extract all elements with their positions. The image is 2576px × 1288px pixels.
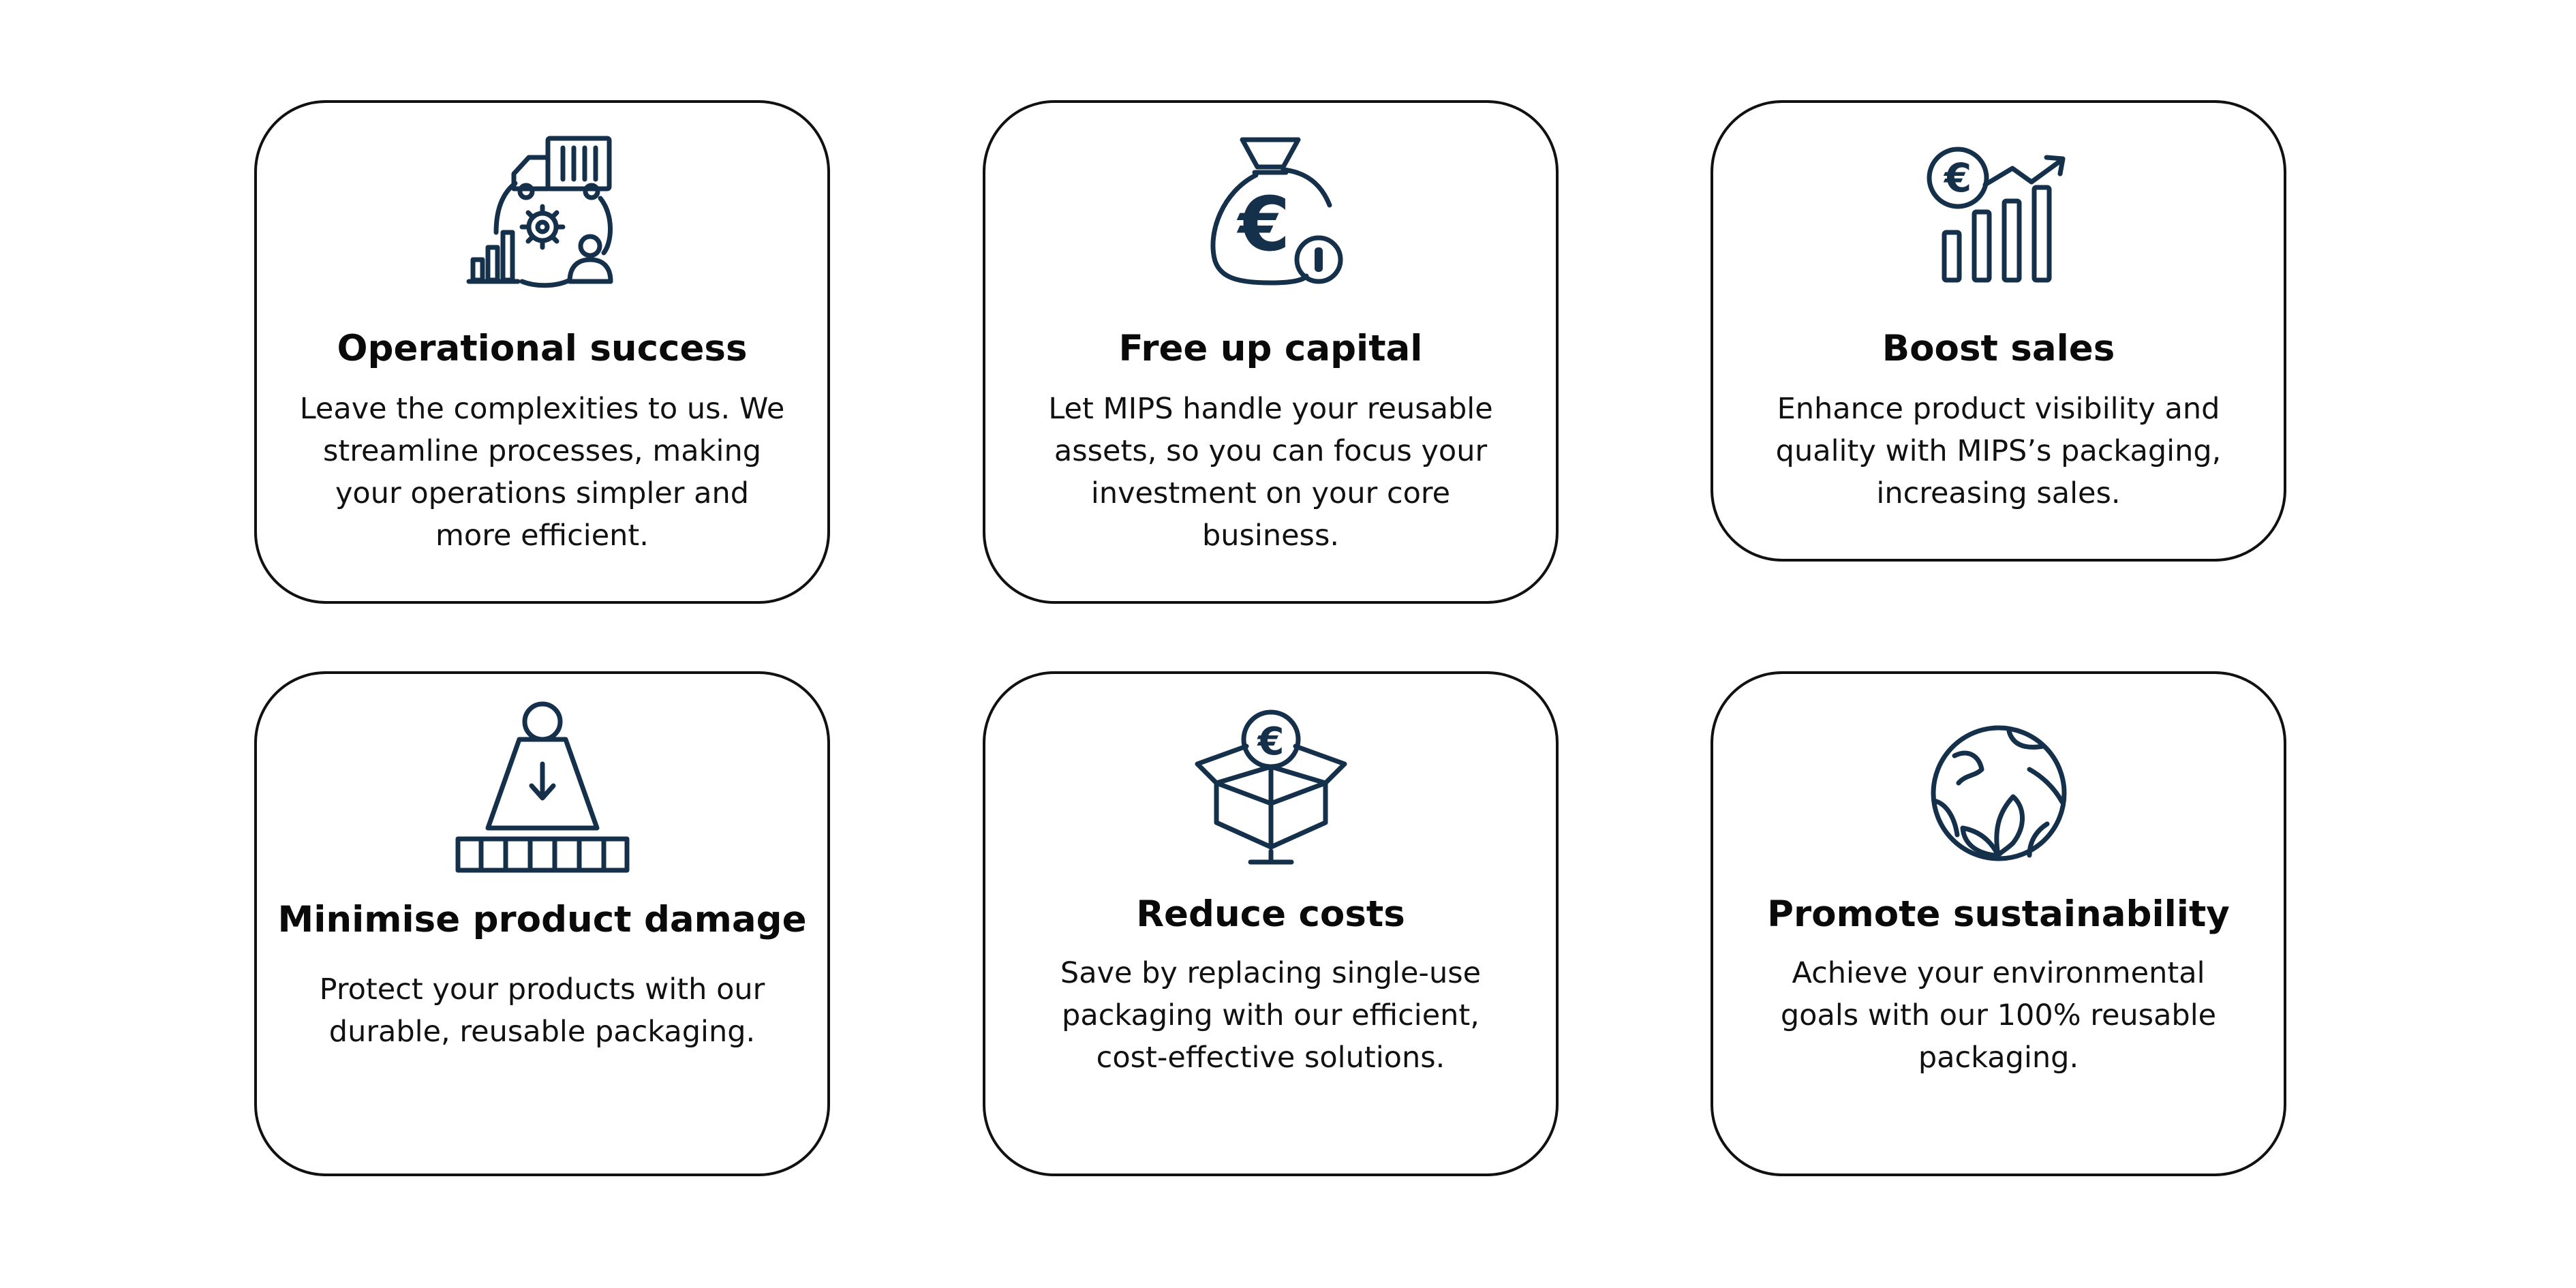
card-description: Achieve your environmental goals with ou… [1780, 956, 2217, 1075]
card-description: Save by replacing single-use packaging w… [1060, 956, 1482, 1075]
euro-symbol: € [1256, 720, 1284, 764]
feature-card-boost-sales: € Boost sales Enhance product visibility… [1711, 100, 2286, 562]
feature-card-reduce-costs: € Reduce costs Save by replacing single-… [983, 671, 1559, 1176]
feature-card-promote-sustainability: Promote sustainability Achieve your envi… [1711, 671, 2286, 1176]
open-box-euro-icon: € [1189, 701, 1353, 865]
card-description: Protect your products with our durable, … [319, 972, 765, 1049]
euro-symbol: € [1942, 155, 1971, 201]
feature-card-operational-success: Operational success Leave the complexiti… [254, 100, 830, 604]
card-title: Boost sales [1882, 328, 2115, 369]
operations-cycle-icon [461, 130, 624, 294]
feature-card-free-up-capital: € Free up capital Let MIPS handle your r… [983, 100, 1559, 604]
card-title: Operational success [337, 328, 748, 369]
globe-leaf-icon [1927, 722, 2070, 865]
feature-card-minimise-product-damage: Minimise product damage Protect your pro… [254, 671, 830, 1176]
card-description: Leave the complexities to us. We streaml… [299, 392, 785, 553]
card-title: Minimise product damage [277, 899, 807, 940]
euro-symbol: € [1236, 181, 1290, 268]
card-title: Free up capital [1118, 328, 1423, 369]
card-title: Promote sustainability [1767, 893, 2230, 935]
money-bag-euro-icon: € [1189, 130, 1353, 294]
euro-growth-chart-icon: € [1917, 130, 2081, 294]
card-description: Let MIPS handle your reusable assets, so… [1048, 392, 1493, 553]
weight-on-pallet-icon [454, 701, 631, 878]
card-title: Reduce costs [1136, 893, 1405, 935]
card-description: Enhance product visibility and quality w… [1775, 392, 2222, 510]
